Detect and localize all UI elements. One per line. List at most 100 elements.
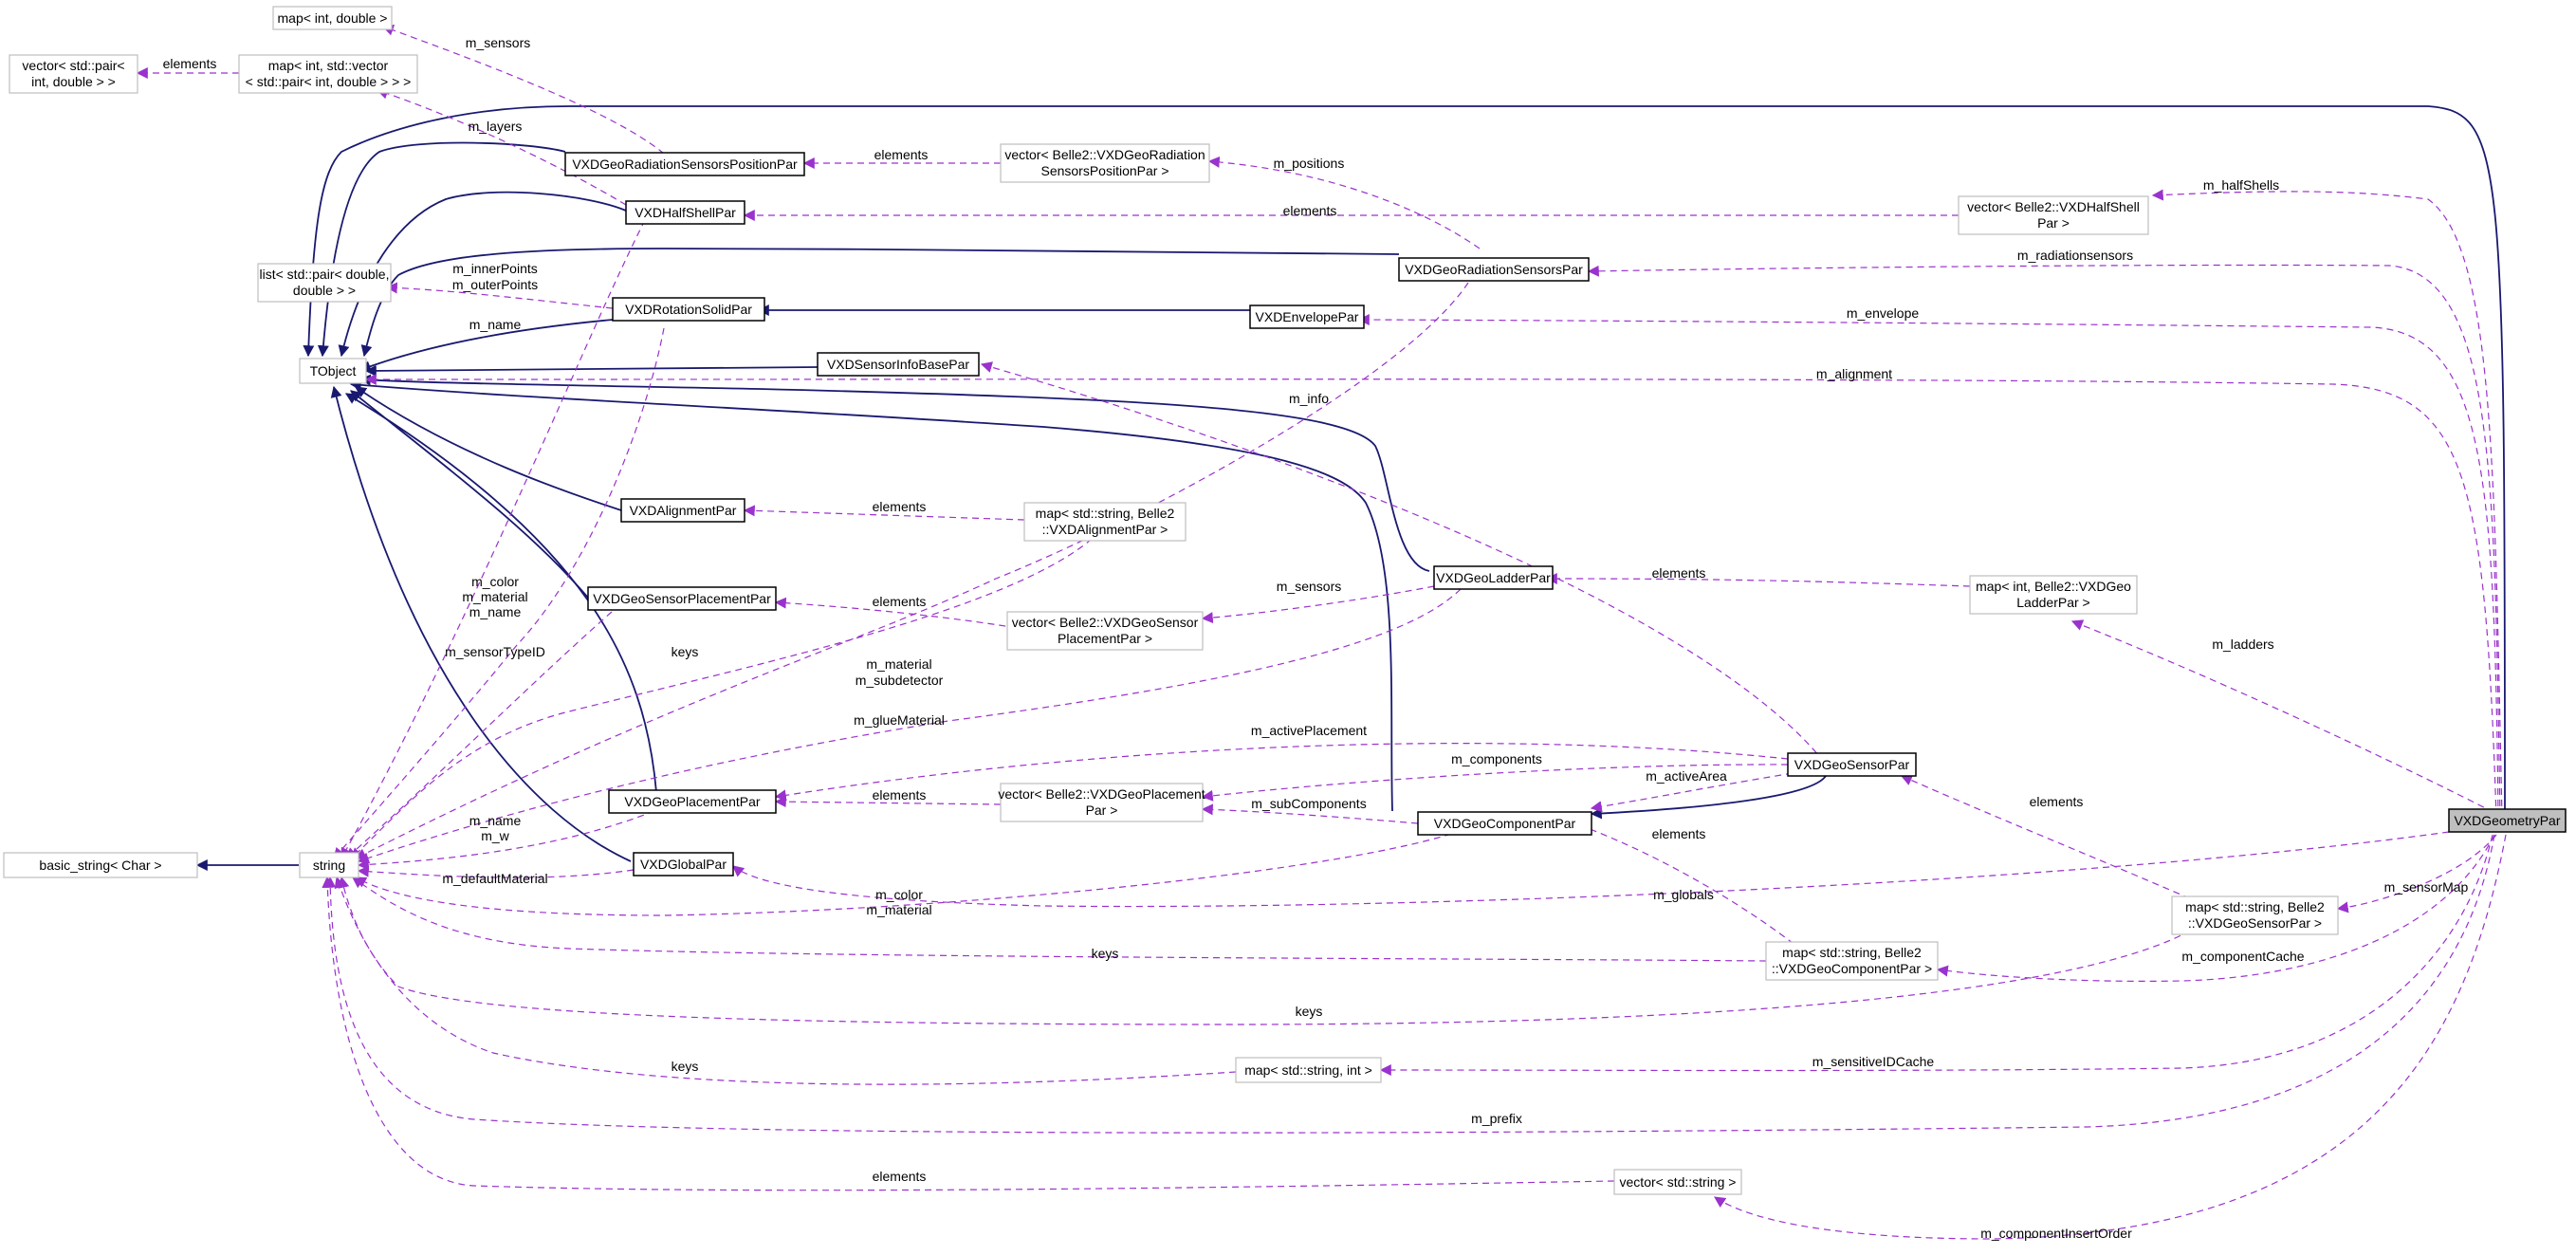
edge-vecradpos-radsens	[1207, 156, 1481, 249]
svg-text:vector< Belle2::VXDGeoSensor: vector< Belle2::VXDGeoSensor	[1012, 615, 1199, 630]
label-m-material-2: m_material	[866, 656, 931, 672]
node-vector-placement[interactable]: vector< Belle2::VXDGeoPlacement Par >	[998, 783, 1205, 822]
edge-mapstrsensor-sensor	[1900, 774, 2201, 904]
label-m-envelope: m_envelope	[1847, 305, 1919, 321]
label-elements-sensor: elements	[2030, 794, 2084, 809]
node-string[interactable]: string	[299, 852, 359, 878]
label-m-material-1: m_material	[462, 589, 527, 604]
usage-edges	[136, 25, 2507, 1240]
edge-ladder-string	[357, 588, 1462, 864]
label-m-color-2: m_color	[875, 887, 923, 902]
svg-text:double > >: double > >	[293, 283, 356, 298]
label-m-name-rot: m_name	[469, 317, 522, 332]
edge-component-tobject	[349, 378, 1393, 812]
node-vxd-geo-sensor-par[interactable]: VXDGeoSensorPar	[1787, 752, 1917, 777]
label-m-name-place: m_name	[469, 813, 522, 828]
svg-text:basic_string< Char >: basic_string< Char >	[39, 858, 161, 873]
edge-ladder-vecsensplace	[1201, 585, 1435, 624]
node-vxd-geometry-par[interactable]: VXDGeometryPar	[2448, 808, 2567, 833]
node-vxd-rotation-solid-par[interactable]: VXDRotationSolidPar	[612, 297, 765, 322]
nodes: map< int, double > vector< std::pair< in…	[3, 6, 2567, 1195]
node-map-int-double[interactable]: map< int, double >	[272, 6, 393, 30]
node-tobject[interactable]: TObject	[299, 358, 367, 384]
edge-vecsensplace-sensplace	[774, 597, 1018, 629]
edge-labels: m_sensors elements m_layers elements m_p…	[163, 35, 2469, 1241]
svg-text:::VXDAlignmentPar >: ::VXDAlignmentPar >	[1042, 522, 1168, 537]
edge-mapstrcomp-component	[1573, 821, 1812, 959]
svg-text:PlacementPar >: PlacementPar >	[1058, 631, 1152, 646]
node-vxd-geo-radiation-sensors-position-par[interactable]: VXDGeoRadiationSensorsPositionPar	[564, 152, 805, 176]
edge-mapstralign-string	[350, 530, 1101, 859]
label-keys-int: keys	[672, 1059, 699, 1074]
label-elements-comp: elements	[1652, 826, 1706, 841]
edge-rotation-string	[333, 327, 665, 859]
edge-mapstrint-string	[334, 876, 1237, 1085]
node-vxd-geo-sensor-placement-par[interactable]: VXDGeoSensorPlacementPar	[587, 586, 777, 611]
node-map-string-component[interactable]: map< std::string, Belle2 ::VXDGeoCompone…	[1765, 941, 1939, 981]
svg-text:map< std::string, Belle2: map< std::string, Belle2	[2185, 899, 2325, 914]
edge-placement-string	[357, 810, 655, 871]
node-basic-string-char[interactable]: basic_string< Char >	[3, 852, 198, 878]
node-map-int-vector-pair[interactable]: map< int, std::vector < std::pair< int, …	[238, 54, 418, 94]
label-elements-place: elements	[873, 787, 927, 803]
label-keys-sensor: keys	[1296, 1004, 1323, 1019]
svg-text:map< int, Belle2::VXDGeo: map< int, Belle2::VXDGeo	[1976, 579, 2131, 594]
node-map-string-int[interactable]: map< std::string, int >	[1235, 1057, 1382, 1083]
node-label: map< int, double >	[278, 10, 388, 26]
node-map-string-sensor[interactable]: map< std::string, Belle2 ::VXDGeoSensorP…	[2171, 895, 2339, 935]
label-m-subcomponents: m_subComponents	[1251, 796, 1366, 811]
edge-listpair-rotation	[385, 282, 614, 309]
label-elements-pair: elements	[163, 56, 217, 71]
svg-text:Par >: Par >	[2037, 215, 2070, 231]
label-m-globals: m_globals	[1653, 887, 1714, 902]
label-m-info: m_info	[1289, 391, 1329, 406]
svg-text:VXDGeoRadiationSensorsPosition: VXDGeoRadiationSensorsPositionPar	[572, 157, 798, 172]
edge-vechalfshell-geometry	[2151, 189, 2503, 819]
svg-text:vector< Belle2::VXDGeoPlacemen: vector< Belle2::VXDGeoPlacement	[998, 786, 1205, 802]
node-vxd-geo-component-par[interactable]: VXDGeoComponentPar	[1417, 811, 1592, 836]
svg-text:VXDGlobalPar: VXDGlobalPar	[640, 857, 727, 872]
edge-geometry-vecstring	[1714, 834, 2507, 1240]
label-m-defaultmaterial: m_defaultMaterial	[442, 871, 547, 886]
node-vxd-sensor-info-base-par[interactable]: VXDSensorInfoBasePar	[817, 352, 980, 377]
svg-text:map< std::string, Belle2: map< std::string, Belle2	[1782, 945, 1922, 960]
node-vector-half-shell[interactable]: vector< Belle2::VXDHalfShell Par >	[1958, 195, 2149, 235]
edge-sensplace-string	[345, 611, 613, 859]
node-map-string-alignment[interactable]: map< std::string, Belle2 ::VXDAlignmentP…	[1023, 502, 1187, 542]
svg-text:::VXDGeoComponentPar >: ::VXDGeoComponentPar >	[1772, 961, 1932, 976]
node-vxd-alignment-par[interactable]: VXDAlignmentPar	[620, 498, 745, 523]
node-vxd-geo-radiation-sensors-par[interactable]: VXDGeoRadiationSensorsPar	[1398, 257, 1590, 282]
edge-radsens-tobject	[360, 248, 1400, 358]
label-m-gluematerial: m_glueMaterial	[854, 712, 945, 728]
label-m-innerpoints: m_innerPoints	[452, 261, 538, 276]
node-vector-string[interactable]: vector< std::string >	[1613, 1169, 1742, 1195]
label-m-w: m_w	[481, 828, 509, 843]
svg-text:list< std::pair< double,: list< std::pair< double,	[260, 267, 390, 282]
svg-text:map< std::string, Belle2: map< std::string, Belle2	[1036, 506, 1175, 521]
edge-ladder-tobject	[359, 374, 1430, 572]
svg-text:VXDRotationSolidPar: VXDRotationSolidPar	[625, 302, 752, 317]
node-vxd-half-shell-par[interactable]: VXDHalfShellPar	[625, 200, 745, 225]
edge-geometry-mapstrint	[1379, 834, 2493, 1077]
label-keys-comp: keys	[1092, 946, 1119, 961]
node-vxd-global-par[interactable]: VXDGlobalPar	[633, 852, 734, 877]
edge-geometry-tobject	[303, 105, 2506, 819]
edge-vecplacement-placement	[774, 796, 1002, 808]
node-vector-sensor-placement[interactable]: vector< Belle2::VXDGeoSensor PlacementPa…	[1006, 611, 1204, 651]
node-vxd-geo-ladder-par[interactable]: VXDGeoLadderPar	[1433, 565, 1554, 590]
label-m-activearea: m_activeArea	[1646, 768, 1727, 784]
node-list-pair-double[interactable]: list< std::pair< double, double > >	[257, 263, 392, 303]
node-map-int-ladder[interactable]: map< int, Belle2::VXDGeo LadderPar >	[1969, 575, 2138, 615]
svg-text:VXDGeoSensorPlacementPar: VXDGeoSensorPlacementPar	[593, 591, 771, 606]
label-m-layers: m_layers	[469, 119, 523, 134]
node-vector-radiation-sensors-position[interactable]: vector< Belle2::VXDGeoRadiation SensorsP…	[1000, 143, 1210, 183]
edge-mapintvec-halfshell	[376, 87, 627, 206]
label-m-ladders: m_ladders	[2212, 637, 2273, 652]
node-vector-pair-int-double[interactable]: vector< std::pair< int, double > >	[9, 54, 138, 94]
label-m-sensors-top: m_sensors	[466, 35, 530, 50]
svg-text:int, double > >: int, double > >	[31, 74, 116, 89]
node-vxd-geo-placement-par[interactable]: VXDGeoPlacementPar	[608, 789, 777, 814]
edge-sensor-component	[1590, 775, 1827, 820]
node-vxd-envelope-par[interactable]: VXDEnvelopePar	[1249, 305, 1365, 329]
edge-mapintladder-geometry	[2070, 619, 2505, 819]
